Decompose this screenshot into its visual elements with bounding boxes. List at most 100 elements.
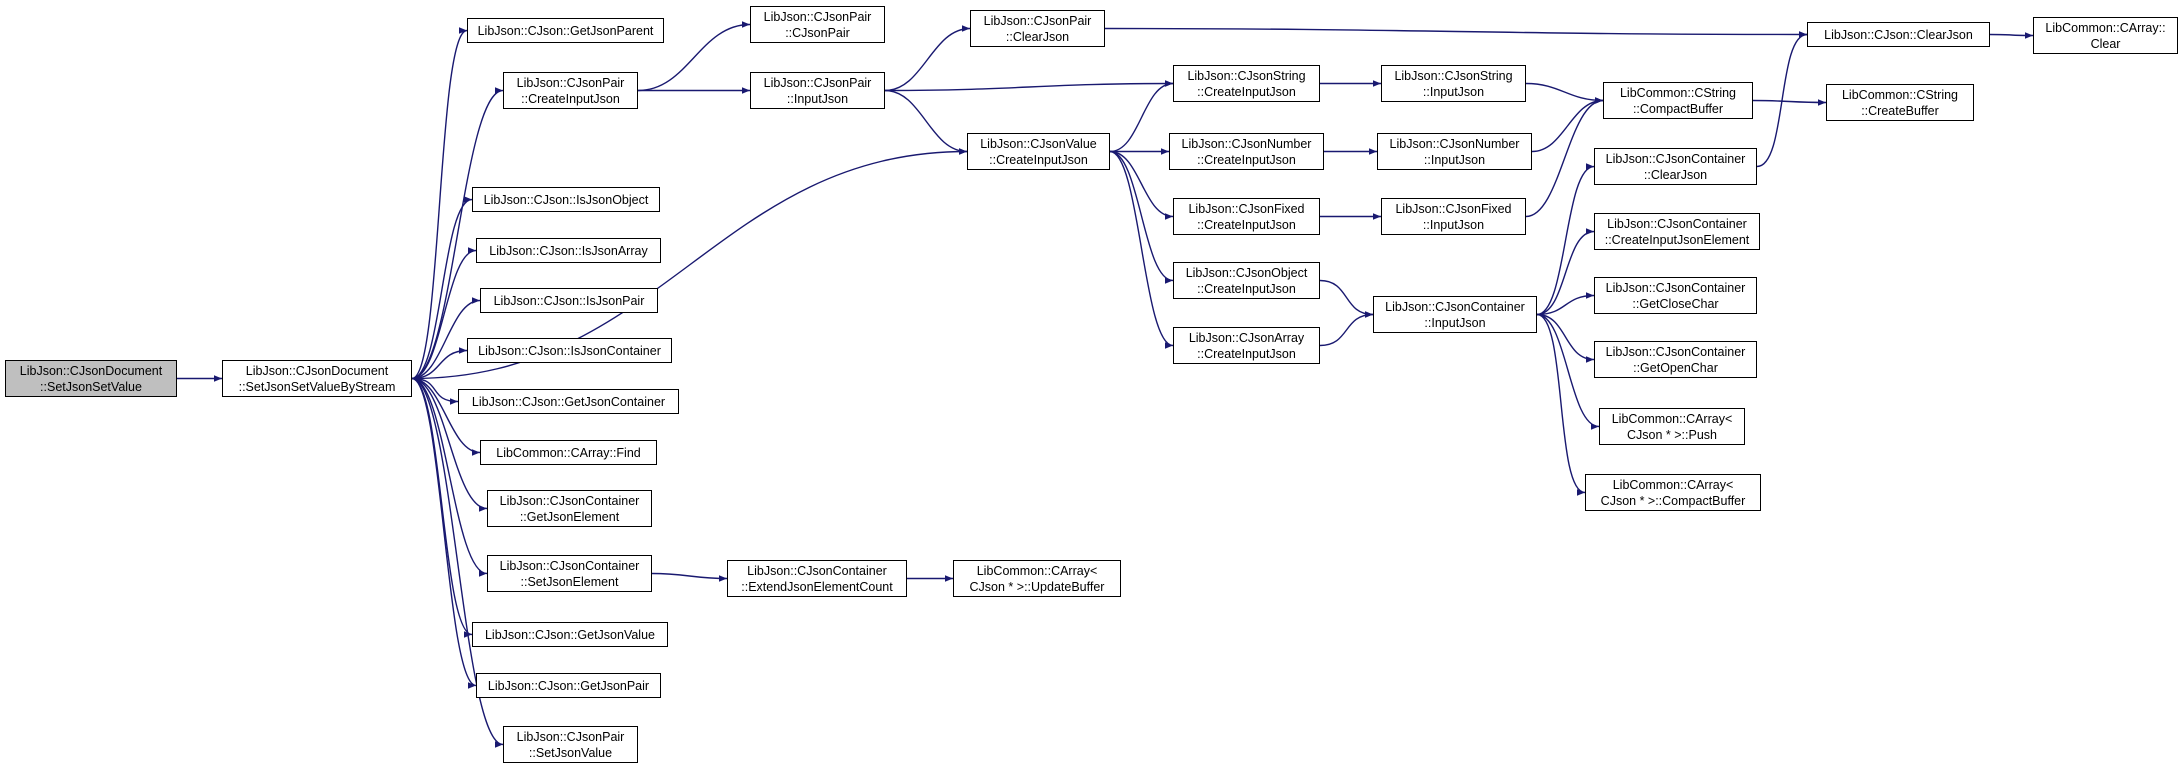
- function-node[interactable]: LibJson::CJsonFixed::CreateInputJson: [1173, 198, 1320, 235]
- function-node[interactable]: LibCommon::CArray<CJson * >::CompactBuff…: [1585, 474, 1761, 511]
- function-node[interactable]: LibJson::CJsonObject::CreateInputJson: [1173, 262, 1320, 299]
- call-edge: [411, 247, 477, 380]
- function-node[interactable]: LibJson::CJsonContainer::ExtendJsonEleme…: [727, 560, 907, 597]
- function-node-label: ::ClearJson: [1643, 167, 1708, 182]
- function-node-label: Clear: [2090, 36, 2121, 51]
- function-node-label: CJson * >::UpdateBuffer: [969, 579, 1105, 594]
- function-node-label: LibJson::CJsonContainer: [1605, 280, 1746, 295]
- function-node[interactable]: LibJson::CJson::GetJsonContainer: [458, 389, 679, 414]
- function-node-label: LibJson::CJsonContainer: [747, 563, 887, 578]
- function-node-label: LibJson::CJsonPair: [983, 13, 1092, 28]
- function-node-label: ::InputJson: [786, 91, 849, 106]
- function-node-label: LibJson::CJsonString: [1394, 68, 1513, 83]
- call-edge: [1109, 150, 1174, 220]
- function-node[interactable]: LibJson::CJsonContainer::CreateInputJson…: [1594, 213, 1760, 250]
- call-edge: [411, 347, 468, 380]
- function-node[interactable]: LibJson::CJson::GetJsonPair: [476, 673, 661, 698]
- function-node[interactable]: LibJson::CJsonContainer::GetJsonElement: [487, 490, 652, 527]
- function-node-label: LibJson::CJson::GetJsonParent: [477, 23, 654, 38]
- call-edge: [651, 572, 728, 582]
- function-node[interactable]: LibJson::CJson::IsJsonArray: [476, 238, 661, 263]
- function-node-label: ::SetJsonSetValueByStream: [238, 379, 396, 394]
- call-edge: [411, 377, 504, 748]
- function-node-label: LibJson::CJsonNumber: [1389, 136, 1520, 151]
- function-node[interactable]: LibJson::CJsonDocument::SetJsonSetValue: [5, 360, 177, 397]
- call-edge: [1525, 97, 1604, 218]
- function-node-label: ::GetOpenChar: [1633, 360, 1718, 375]
- function-node[interactable]: LibJson::CJsonPair::SetJsonValue: [503, 726, 638, 763]
- function-node-label: LibJson::CJson::GetJsonValue: [484, 627, 655, 642]
- function-node[interactable]: LibJson::CJsonDocument::SetJsonSetValueB…: [222, 360, 412, 397]
- function-node-label: ::InputJson: [1422, 217, 1485, 232]
- function-node-label: ::CreateInputJson: [1197, 346, 1296, 361]
- call-edge: [1989, 32, 2034, 39]
- function-node[interactable]: LibJson::CJsonNumber::CreateInputJson: [1169, 133, 1324, 170]
- function-node-label: LibJson::CJsonContainer: [1605, 151, 1746, 166]
- function-node-label: LibJson::CJsonPair: [763, 9, 872, 24]
- function-node-label: LibJson::CJsonFixed: [1395, 201, 1512, 216]
- function-node[interactable]: LibJson::CJsonContainer::SetJsonElement: [487, 555, 652, 592]
- function-node[interactable]: LibJson::CJson::IsJsonPair: [480, 288, 658, 313]
- function-node-label: LibJson::CJsonContainer: [1607, 216, 1747, 231]
- function-node-label: ::CreateInputJson: [989, 152, 1088, 167]
- function-node-label: CJson * >::Push: [1627, 427, 1717, 442]
- function-node[interactable]: LibCommon::CArray<CJson * >::Push: [1599, 408, 1745, 445]
- function-node[interactable]: LibJson::CJsonPair::CJsonPair: [750, 6, 885, 43]
- function-node[interactable]: LibJson::CJson::GetJsonValue: [472, 622, 668, 647]
- function-node[interactable]: LibJson::CJson::GetJsonParent: [467, 18, 664, 43]
- function-node[interactable]: LibJson::CJsonFixed::InputJson: [1381, 198, 1526, 235]
- function-node[interactable]: LibCommon::CArray::Find: [480, 440, 657, 465]
- function-node-label: ::ExtendJsonElementCount: [741, 579, 893, 594]
- function-node[interactable]: LibJson::CJsonPair::ClearJson: [970, 10, 1105, 47]
- call-edge: [884, 80, 1174, 92]
- function-node[interactable]: LibJson::CJsonArray::CreateInputJson: [1173, 327, 1320, 364]
- call-edge: [411, 297, 481, 380]
- function-node-label: CJson * >::CompactBuffer: [1600, 493, 1746, 508]
- call-edge: [1536, 313, 1586, 496]
- function-node[interactable]: LibJson::CJsonPair::InputJson: [750, 72, 885, 109]
- function-node[interactable]: LibJson::CJsonValue::CreateInputJson: [967, 133, 1110, 170]
- function-node[interactable]: LibJson::CJsonPair::CreateInputJson: [503, 72, 638, 109]
- function-node[interactable]: LibCommon::CArray<CJson * >::UpdateBuffe…: [953, 560, 1121, 597]
- function-node[interactable]: LibJson::CJsonString::InputJson: [1381, 65, 1526, 102]
- call-edge: [1109, 150, 1174, 284]
- function-node[interactable]: LibJson::CJsonNumber::InputJson: [1377, 133, 1532, 170]
- call-edge: [884, 89, 968, 155]
- function-node-label: LibJson::CJsonDocument: [245, 363, 389, 378]
- function-node[interactable]: LibJson::CJson::IsJsonContainer: [467, 338, 672, 363]
- function-node[interactable]: LibJson::CJsonContainer::GetCloseChar: [1594, 277, 1757, 314]
- call-edge: [411, 27, 468, 380]
- call-edge: [411, 377, 488, 577]
- function-node-label: ::CreateInputJsonElement: [1604, 232, 1750, 247]
- function-node[interactable]: LibJson::CJsonContainer::GetOpenChar: [1594, 341, 1757, 378]
- function-node[interactable]: LibJson::CJsonContainer::InputJson: [1373, 296, 1537, 333]
- function-node[interactable]: LibJson::CJson::ClearJson: [1807, 22, 1990, 47]
- function-node-label: ::InputJson: [1422, 84, 1485, 99]
- call-edge: [1109, 150, 1174, 349]
- function-node-label: ::CreateInputJson: [521, 91, 620, 106]
- function-node-label: LibJson::CJsonPair: [763, 75, 872, 90]
- function-node-label: LibCommon::CString: [1841, 87, 1958, 102]
- function-node-label: LibJson::CJsonContainer: [1605, 344, 1746, 359]
- function-node-label: ::CreateInputJson: [1197, 217, 1296, 232]
- function-node-label: LibJson::CJsonValue: [980, 136, 1097, 151]
- function-node[interactable]: LibCommon::CString::CompactBuffer: [1603, 82, 1753, 119]
- function-node[interactable]: LibCommon::CString::CreateBuffer: [1826, 84, 1974, 121]
- function-node[interactable]: LibJson::CJsonContainer::ClearJson: [1594, 148, 1757, 185]
- call-edge: [1536, 163, 1595, 316]
- function-node-label: LibJson::CJsonArray: [1188, 330, 1305, 345]
- call-edge: [884, 25, 971, 92]
- function-node-label: ::InputJson: [1424, 315, 1486, 330]
- function-node-label: ::CreateInputJson: [1197, 281, 1296, 296]
- call-edge: [1319, 311, 1374, 347]
- function-node-label: ::GetJsonElement: [519, 509, 620, 524]
- function-node-label: LibCommon::CArray<: [1611, 411, 1733, 426]
- call-edge: [411, 87, 504, 380]
- function-node[interactable]: LibJson::CJson::IsJsonObject: [472, 187, 660, 212]
- call-edge: [1531, 97, 1604, 153]
- function-node[interactable]: LibJson::CJsonString::CreateInputJson: [1173, 65, 1320, 102]
- call-edge: [1319, 279, 1374, 318]
- call-edge: [411, 148, 968, 380]
- function-node[interactable]: LibCommon::CArray::Clear: [2033, 17, 2178, 54]
